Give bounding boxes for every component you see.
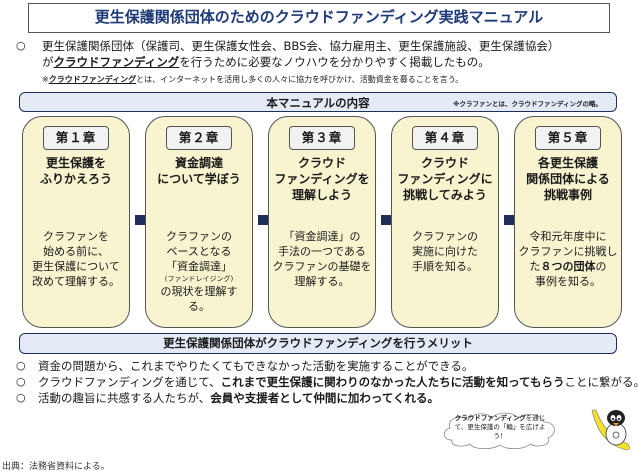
body-line: 始める前に、	[43, 245, 109, 258]
body-line: クラファンを	[43, 230, 109, 243]
contents-note: ※クラファンとは、クラウドファンディングの略。	[453, 100, 602, 108]
body-line: 「資金調達」の	[283, 230, 361, 243]
heading-line: ふりかえろう	[39, 172, 112, 186]
body-line: 「資金調達」	[166, 260, 232, 273]
merit-plain: ことに繋がる。	[564, 375, 638, 389]
body-line: クラファンに挑戦し	[518, 245, 618, 258]
body-line: 改めて理解する。	[32, 275, 120, 288]
merit-header: 更生保護関係団体がクラウドファンディングを行うメリット	[19, 333, 617, 354]
chapter-tag: 第３章	[289, 126, 355, 150]
chapter-card-3: 第３章 クラウドファンディングを理解しよう 「資金調達」の手法の一つであるクラフ…	[268, 116, 376, 328]
chapter-heading: クラウドファンディングに挑戦してみよう	[392, 155, 498, 203]
chapter-card-4: 第４章 クラウドファンディングに挑戦してみよう クラファンの実施に向けた手順を知…	[391, 116, 499, 328]
body-line: 更生保護について	[32, 260, 120, 273]
body-line: 理解する。	[294, 275, 350, 288]
body-line: 手順を知る。	[412, 260, 478, 273]
chapter-body: クラファンの実施に向けた手順を知る。	[394, 229, 496, 274]
chapter-body: クラファンを始める前に、更生保護について改めて理解する。	[25, 229, 127, 289]
callout-plain: を通じて、更生保護の「輪」を広げよう！	[454, 414, 546, 440]
intro-prefix: が	[42, 55, 54, 69]
intro-line-1: 更生保護関係団体（保護司、更生保護女性会、BBS会、協力雇用主、更生保護施設、更…	[42, 39, 560, 53]
chapter-body: 令和元年度中にクラファンに挑戦した８つの団体の事例を知る。	[517, 229, 619, 289]
chapter-tag: 第１章	[43, 126, 109, 150]
heading-line: 資金調達	[174, 156, 223, 170]
merit-bold: これまで更生保護に関わりのなかった人たちに活動を知ってもらう	[220, 375, 565, 389]
heading-line: 関係団体による	[526, 172, 610, 186]
bullet-circle: ○	[16, 375, 26, 388]
contents-label: 本マニュアルの内容	[266, 96, 370, 110]
merit-plain: 資金の問題から、これまでやりたくてもできなかった活動を実施することができる。	[38, 359, 474, 373]
source-note: 出典：法務省資料による。	[2, 462, 110, 472]
heading-line: ファンディングを	[274, 172, 370, 186]
body-line: 実施に向けた	[412, 245, 478, 258]
merit-plain: クラウドファンディングを通じて、	[38, 375, 221, 389]
merit-text: 資金の問題から、これまでやりたくてもできなかった活動を実施することができる。	[38, 358, 473, 374]
merit-bold: 会員や支援者として仲間に加わってくれる。	[210, 391, 440, 405]
heading-line: 挑戦事例	[543, 188, 592, 202]
heading-line: クラウド	[297, 156, 346, 170]
crowdfunding-keyword: クラウドファンディング	[53, 55, 180, 69]
heading-line: について学ぼう	[157, 172, 241, 186]
chapter-tag: 第５章	[535, 126, 601, 150]
note-suffix: とは、インターネットを活用し多くの人々に協力を呼びかけ、活動資金を募ることを言う…	[136, 75, 464, 84]
body-line: の現状を理解す	[160, 285, 238, 298]
heading-line: 更生保護を	[45, 156, 106, 170]
contents-header: 本マニュアルの内容 ※クラファンとは、クラウドファンディングの略。	[19, 92, 617, 112]
body-line: ベースとなる	[166, 245, 232, 258]
body-text: た	[529, 260, 541, 273]
bullet-circle: ○	[16, 39, 26, 52]
chapter-card-1: 第１章 更生保護をふりかえろう クラファンを始める前に、更生保護について改めて理…	[22, 116, 130, 328]
merit-plain: 活動の趣旨に共感する人たちが、	[38, 391, 211, 405]
chapter-heading: 各更生保護関係団体による挑戦事例	[515, 155, 621, 203]
heading-line: 理解しよう	[291, 188, 352, 202]
body-line: クラファンの	[166, 230, 232, 243]
merit-item: ○ 活動の趣旨に共感する人たちが、会員や支援者として仲間に加わってくれる。	[16, 390, 636, 406]
heading-line: ファンディングに	[397, 172, 493, 186]
body-line: 事例を知る。	[535, 275, 601, 288]
chapter-card-2: 第２章 資金調達について学ぼう クラファンのベースとなる「資金調達」 (ファンドレ…	[145, 116, 253, 328]
page-title: 更生保護関係団体のためのクラウドファンディング実践マニュアル	[28, 3, 610, 33]
callout-text: クラウドファンディングを通じて、更生保護の「輪」を広げよう！	[450, 414, 550, 441]
merit-text: 活動の趣旨に共感する人たちが、会員や支援者として仲間に加わってくれる。	[38, 390, 439, 406]
speech-cloud: クラウドファンディングを通じて、更生保護の「輪」を広げよう！	[440, 410, 560, 450]
merit-item: ○ 資金の問題から、これまでやりたくてもできなかった活動を実施することができる。	[16, 358, 636, 374]
note-prefix: ※	[42, 75, 49, 84]
body-text: の	[595, 260, 607, 273]
chapter-heading: 更生保護をふりかえろう	[23, 155, 129, 187]
definition-note: ※クラウドファンディングとは、インターネットを活用し多くの人々に協力を呼びかけ、…	[42, 72, 463, 88]
chapter-card-5: 第５章 各更生保護関係団体による挑戦事例 令和元年度中にクラファンに挑戦した８つ…	[514, 116, 622, 328]
chapter-flow: 第１章 更生保護をふりかえろう クラファンを始める前に、更生保護について改めて理…	[20, 116, 622, 330]
chapter-heading: 資金調達について学ぼう	[146, 155, 252, 187]
chapter-heading: クラウドファンディングを理解しよう	[269, 155, 375, 203]
heading-line: 挑戦してみよう	[403, 188, 487, 202]
body-line: た８つの団体の	[517, 259, 619, 274]
heading-line: 各更生保護	[537, 156, 598, 170]
body-line: る。	[188, 300, 210, 313]
body-line: クラファンの基礎を	[272, 260, 372, 273]
bullet-circle: ○	[16, 391, 26, 404]
callout-bold: クラウドファンディング	[454, 414, 526, 422]
cloud-icon	[443, 412, 555, 450]
bullet-circle: ○	[16, 359, 26, 372]
body-small-note: (ファンドレイジング)	[164, 275, 234, 283]
chapter-body: クラファンのベースとなる「資金調達」 (ファンドレイジング) の現状を理解する。	[148, 229, 250, 314]
body-line: クラファンの	[412, 230, 478, 243]
body-line: 令和元年度中に	[529, 230, 607, 243]
merit-item: ○ クラウドファンディングを通じて、これまで更生保護に関わりのなかった人たちに活…	[16, 374, 638, 390]
intro-line-2: がクラウドファンディングを行うために必要なノウハウを分かりやすく掲載したもの。	[42, 54, 490, 70]
intro-suffix: を行うために必要なノウハウを分かりやすく掲載したもの。	[179, 55, 490, 69]
penguin-mascot-icon	[591, 409, 630, 451]
chapter-body: 「資金調達」の手法の一つであるクラファンの基礎を理解する。	[271, 229, 373, 289]
chapter-tag: 第４章	[412, 126, 478, 150]
merit-list: ○ 資金の問題から、これまでやりたくてもできなかった活動を実施することができる。…	[16, 358, 638, 406]
heading-line: クラウド	[420, 156, 469, 170]
note-keyword: クラウドファンディング	[48, 75, 137, 84]
body-line: 手法の一つである	[278, 245, 366, 258]
body-bold-text: ８つの団体	[540, 260, 596, 273]
merit-text: クラウドファンディングを通じて、これまで更生保護に関わりのなかった人たちに活動を…	[38, 374, 638, 390]
chapter-tag: 第２章	[166, 126, 232, 150]
